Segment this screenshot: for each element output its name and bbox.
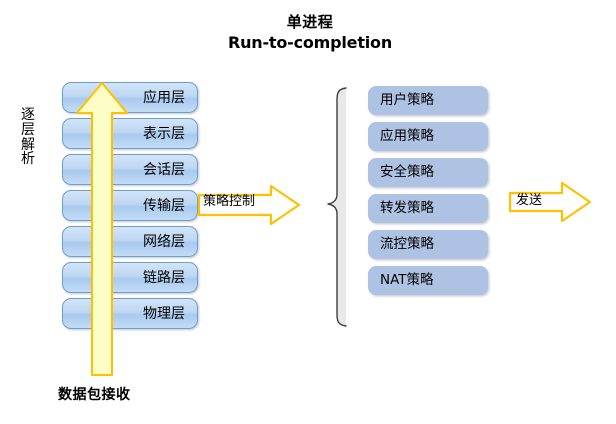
osi-layer-box-physical[interactable]: 物理层 (62, 298, 198, 329)
osi-layer-label: 应用层 (143, 89, 185, 106)
osi-layer-label: 表示层 (143, 125, 185, 142)
title-line-english: Run-to-completion (227, 33, 393, 53)
policy-item-user[interactable]: 用户策略 (368, 86, 488, 115)
osi-layer-stack: 应用层 表示层 会话层 传输层 网络层 链路层 物理层 (62, 82, 198, 334)
diagram-title: 单进程 Run-to-completion (150, 12, 470, 54)
up-arrow-label: 逐 层 解 析 (0, 108, 56, 167)
policy-item-label: 流控策略 (380, 235, 434, 252)
osi-layer-label: 物理层 (143, 305, 185, 322)
policy-item-application[interactable]: 应用策略 (368, 122, 488, 151)
packet-receive-caption: 数据包接收 (58, 387, 131, 403)
policy-item-label: 应用策略 (380, 127, 434, 144)
osi-layer-box-transport[interactable]: 传输层 (62, 190, 198, 221)
osi-layer-label: 链路层 (143, 269, 185, 286)
up-arrow-label-char: 析 (21, 151, 35, 168)
policy-list: 用户策略 应用策略 安全策略 转发策略 流控策略 NAT策略 (368, 86, 488, 302)
policy-item-label: 用户策略 (380, 91, 434, 108)
up-arrow-label-char: 解 (21, 136, 35, 153)
title-line-chinese: 单进程 (286, 13, 334, 31)
send-arrow-icon (508, 180, 592, 224)
policy-item-forwarding[interactable]: 转发策略 (368, 194, 488, 223)
policy-item-label: 转发策略 (380, 199, 434, 216)
left-curly-brace-icon (326, 86, 348, 328)
osi-layer-box-presentation[interactable]: 表示层 (62, 118, 198, 149)
osi-layer-label: 会话层 (143, 161, 185, 178)
osi-layer-box-session[interactable]: 会话层 (62, 154, 198, 185)
osi-layer-label: 网络层 (143, 233, 185, 250)
up-arrow-icon (74, 80, 130, 378)
up-arrow-label-char: 逐 (21, 107, 35, 123)
osi-layer-box-datalink[interactable]: 链路层 (62, 262, 198, 293)
osi-layer-box-network[interactable]: 网络层 (62, 226, 198, 257)
policy-control-arrow-label: 策略控制 (203, 194, 256, 209)
policy-item-flow-control[interactable]: 流控策略 (368, 230, 488, 259)
osi-layer-label: 传输层 (143, 197, 185, 214)
policy-item-security[interactable]: 安全策略 (368, 158, 488, 187)
policy-control-arrow-icon (197, 184, 301, 226)
policy-item-label: 安全策略 (380, 163, 434, 180)
send-arrow-label: 发送 (516, 193, 543, 208)
policy-item-nat[interactable]: NAT策略 (368, 266, 488, 295)
policy-item-label: NAT策略 (380, 271, 434, 288)
up-arrow-label-char: 层 (21, 121, 35, 138)
